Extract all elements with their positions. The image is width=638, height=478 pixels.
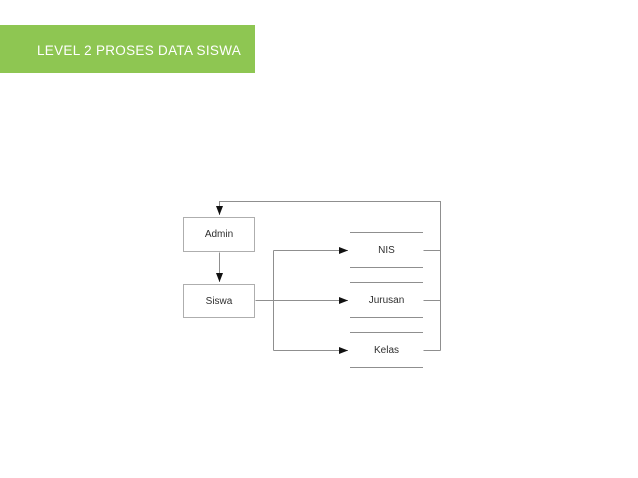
data-store-label-nis: NIS: [378, 244, 395, 256]
data-store-label-kelas: Kelas: [373, 344, 399, 356]
data-store-jurusan[interactable]: Jurusan: [350, 282, 423, 318]
process-box-admin[interactable]: Admin: [183, 217, 255, 252]
process-label-siswa: Siswa: [205, 295, 233, 307]
data-store-kelas[interactable]: Kelas: [350, 332, 423, 368]
process-box-siswa[interactable]: Siswa: [183, 284, 255, 318]
process-label-admin: Admin: [204, 229, 234, 240]
title-banner[interactable]: LEVEL 2 PROSES DATA SISWA: [0, 25, 255, 73]
data-store-label-jurusan: Jurusan: [368, 294, 405, 306]
flow-stores-to-admin: [216, 201, 441, 351]
page-title: LEVEL 2 PROSES DATA SISWA: [37, 42, 242, 58]
data-store-nis[interactable]: NIS: [350, 232, 423, 268]
